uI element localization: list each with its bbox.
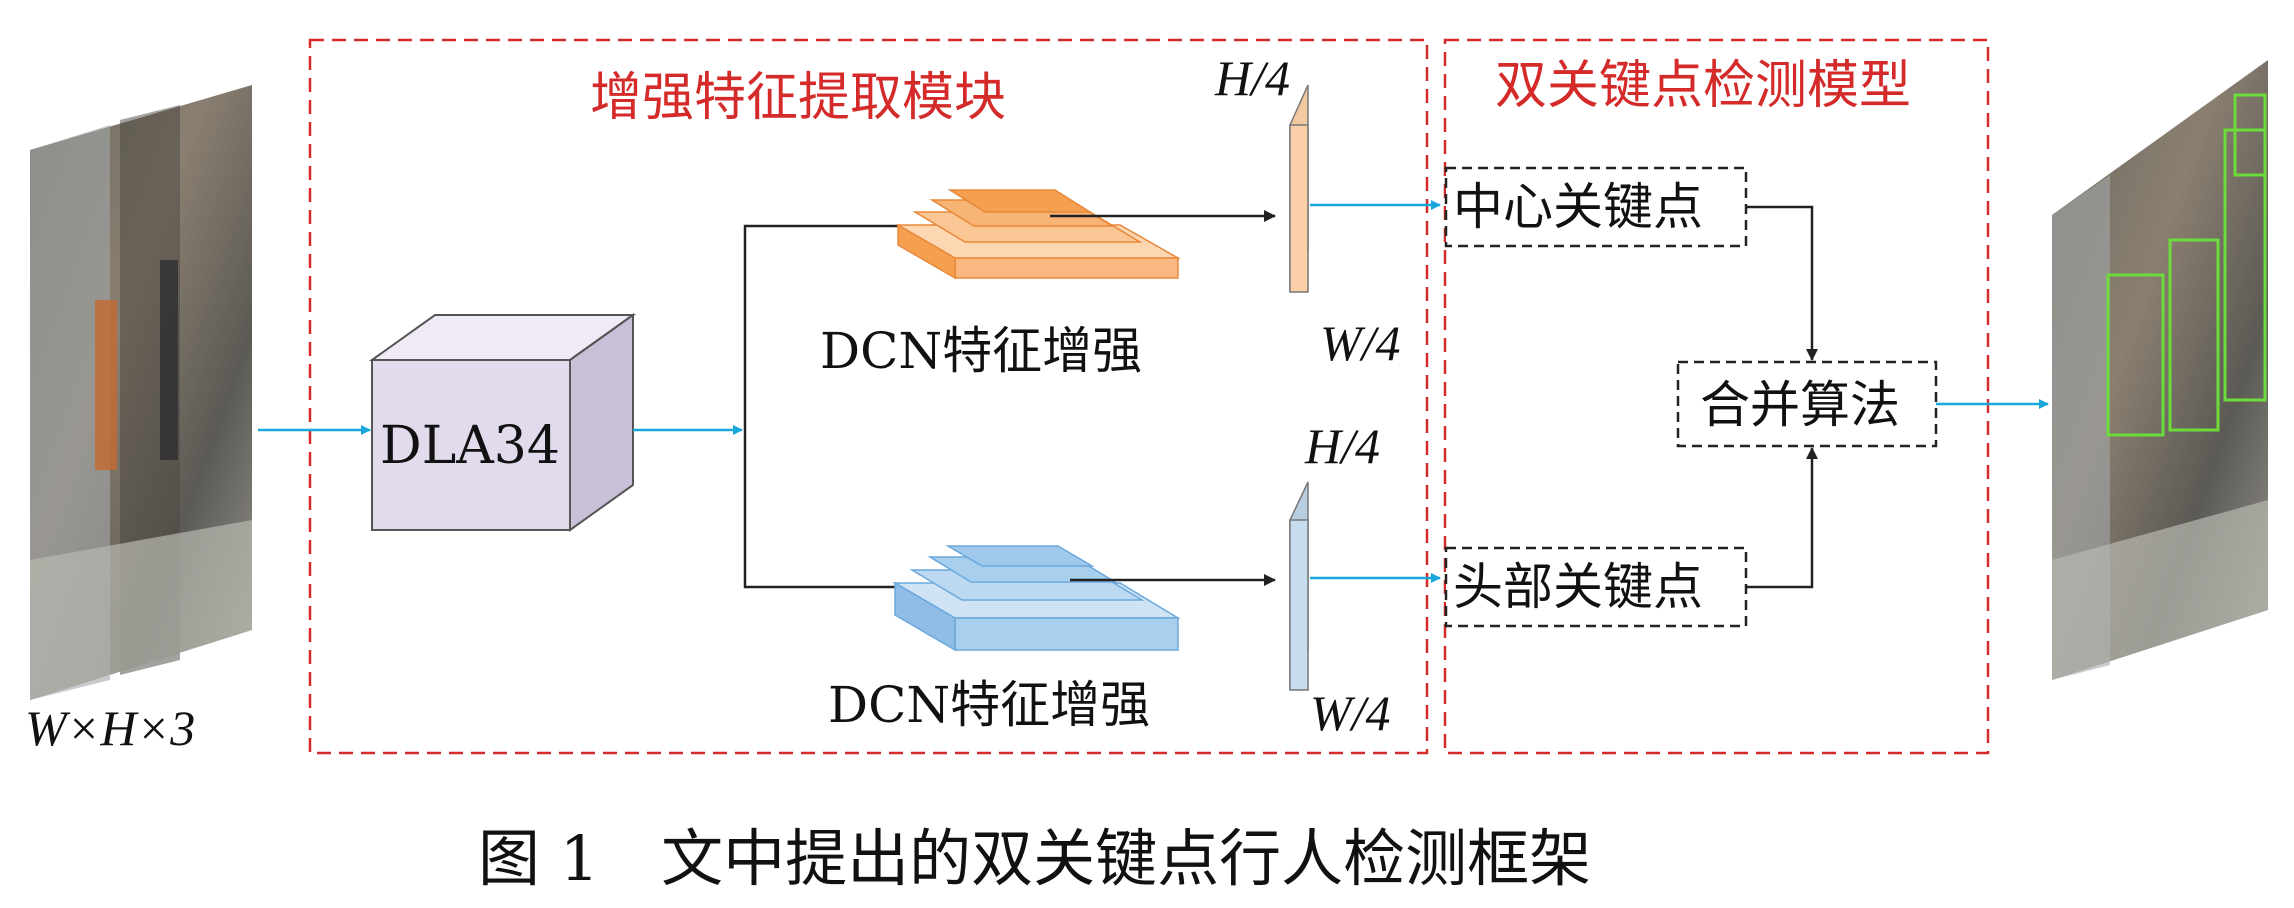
input-image [30,85,252,700]
branch-line-top [743,224,900,430]
center-keypoint-label: 中心关键点 [1453,178,1703,236]
center-keypoint-box [1444,166,1748,248]
dcn-bottom-label: DCN特征增强 [828,676,1150,734]
dcn-top-label: DCN特征增强 [820,322,1142,380]
dla34-backbone-block [368,313,637,532]
output-image [2052,60,2268,680]
input-dims-label: W×H×3 [25,700,195,756]
dcn-enhance-bottom-block [892,545,1181,652]
merge-algorithm-label: 合并算法 [1700,376,1900,434]
feature-map-top [1289,84,1309,293]
feature-top-w-label: W/4 [1320,315,1401,371]
dual-keypoint-module [1443,38,1990,755]
module1-title: 增强特征提取模块 [590,68,1006,128]
module2-title: 双关键点检测模型 [1495,56,1911,116]
feature-extraction-module [308,38,1429,755]
feature-map-bottom [1289,481,1309,691]
feature-bottom-w-label: W/4 [1310,685,1391,741]
feature-bottom-h-label: H/4 [1304,418,1380,474]
feature-top-h-label: H/4 [1214,50,1290,106]
dcn-enhance-top-block [895,189,1181,280]
branch-line-bottom [743,430,900,589]
dla34-label: DLA34 [380,416,560,476]
merge-algorithm-box [1676,360,1938,448]
line-head-to-merge [1746,447,1818,589]
line-center-to-merge [1746,205,1818,361]
head-keypoint-label: 头部关键点 [1453,558,1703,616]
figure-caption: 图 1 文中提出的双关键点行人检测框架 [478,822,1591,895]
